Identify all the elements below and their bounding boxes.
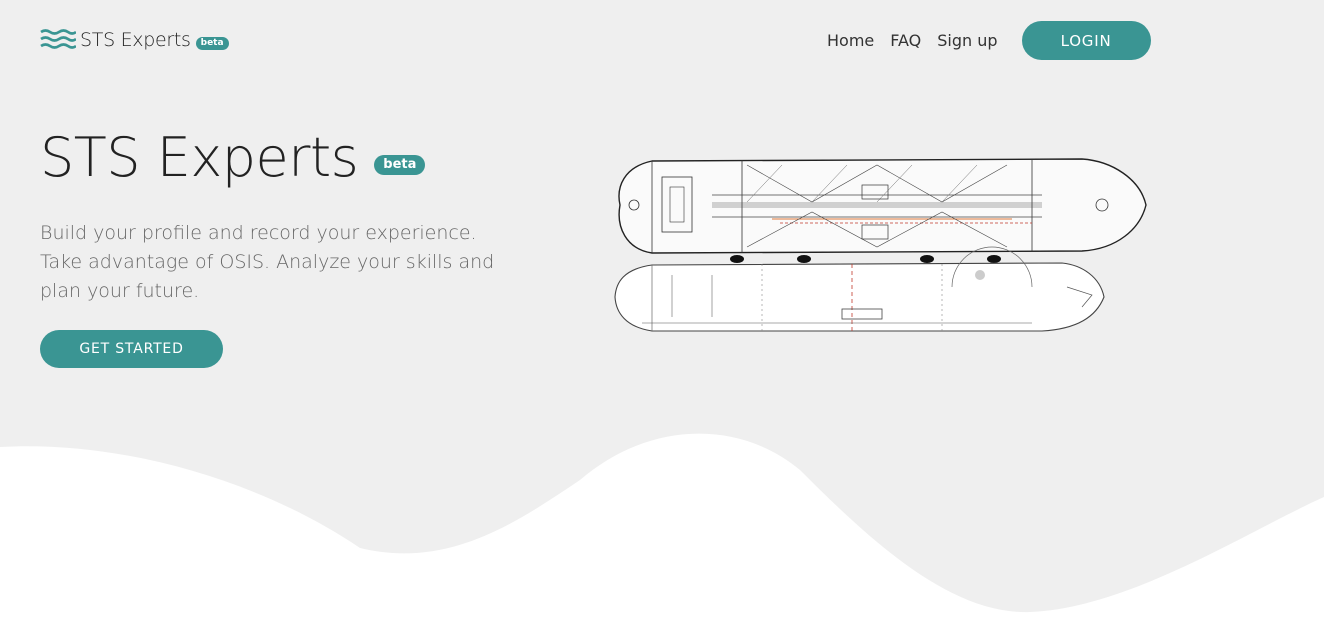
hero-title-text: STS Experts <box>40 126 359 189</box>
hero-description: Build your profile and record your exper… <box>40 222 495 302</box>
nav-signup-link[interactable]: Sign up <box>937 31 998 50</box>
brand-logo[interactable]: STS Experts beta <box>40 28 229 52</box>
hero-beta-badge: beta <box>374 154 426 175</box>
ship-plan-illustration <box>614 158 1147 332</box>
fenders <box>730 255 1001 263</box>
main-nav: Home FAQ Sign up LOGIN <box>827 21 1151 60</box>
brand-beta-badge: beta <box>195 36 229 50</box>
ship-profile-plan <box>614 246 1105 332</box>
login-button[interactable]: LOGIN <box>1021 21 1151 60</box>
nav-home-link[interactable]: Home <box>827 31 875 50</box>
ship-deck-plan <box>618 158 1147 254</box>
nav-faq-link[interactable]: FAQ <box>890 31 922 50</box>
get-started-button[interactable]: GET STARTED <box>40 330 223 368</box>
brand-name: STS Experts <box>80 29 191 51</box>
waves-icon <box>40 29 76 49</box>
hero-title: STS Experts beta <box>40 126 426 189</box>
